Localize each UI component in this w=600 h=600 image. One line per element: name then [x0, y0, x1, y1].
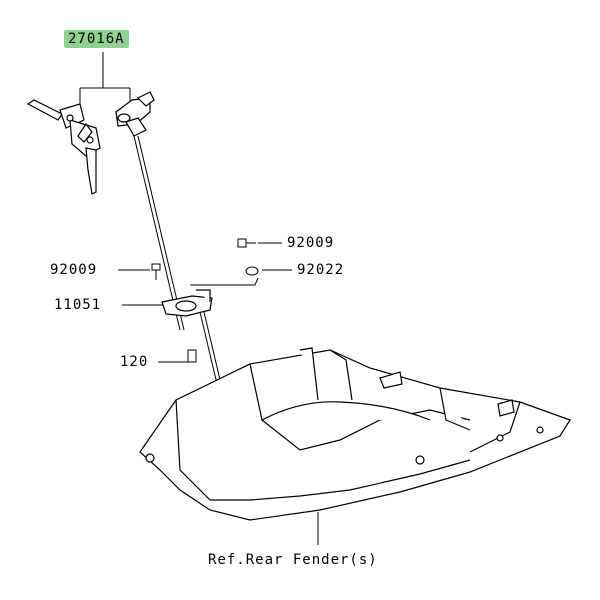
- part-number-27016a[interactable]: 27016A: [64, 30, 129, 48]
- part-number-120[interactable]: 120: [120, 354, 149, 370]
- reference-label: Ref.Rear Fender(s): [208, 552, 378, 568]
- part-number-92009-left[interactable]: 92009: [50, 262, 98, 278]
- bolt-icons: [151, 238, 259, 363]
- part-number-11051[interactable]: 11051: [54, 297, 102, 313]
- key-icon: [26, 99, 101, 195]
- lock-cylinder-icon: [115, 91, 155, 137]
- leader-lines: [79, 52, 319, 545]
- bracket-icon: [161, 289, 213, 317]
- fender-icon: [139, 347, 571, 521]
- part-number-92022[interactable]: 92022: [297, 262, 345, 278]
- part-number-92009-right[interactable]: 92009: [287, 235, 335, 251]
